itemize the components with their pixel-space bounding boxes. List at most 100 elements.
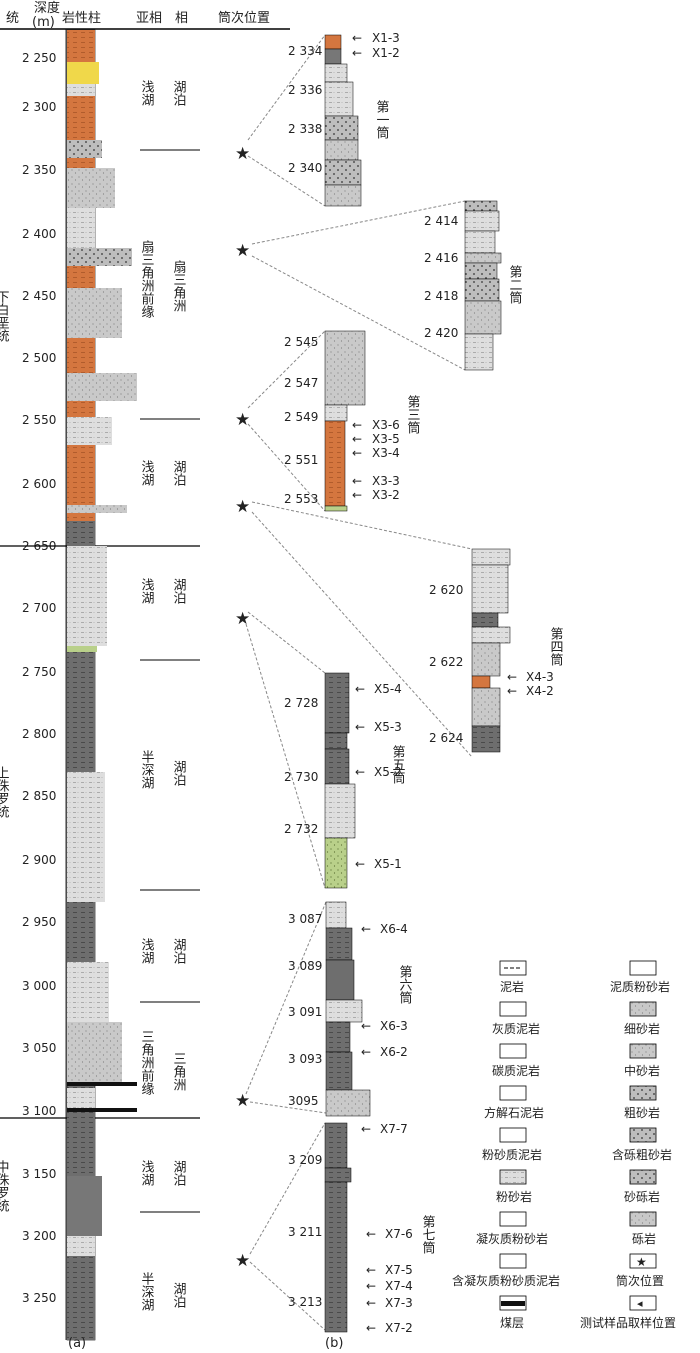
core-depth: 2 334: [288, 44, 322, 58]
legend-label: 方解石泥岩: [484, 1105, 544, 1120]
legend-label: 碳质泥岩: [492, 1063, 540, 1078]
core-depth: 3 211: [288, 1225, 322, 1239]
legend-swatch-pebbly-coarse-sandstone: [629, 1127, 657, 1143]
core-layer: [464, 210, 500, 232]
sample-label: X5-3: [374, 720, 402, 734]
lith-conglomerate: [67, 248, 132, 266]
subfacies-label: 扇三角洲前缘: [139, 239, 155, 318]
sample-label: ←: [366, 1321, 376, 1335]
core-depth: 2 553: [284, 492, 318, 506]
core-layer: [464, 262, 498, 280]
connector-line: [245, 623, 326, 889]
connector-line: [251, 200, 466, 245]
legend-swatch-calcareous-mudstone: [499, 1001, 527, 1017]
header-facies: 相: [175, 11, 188, 26]
connector-line: [247, 611, 326, 674]
core-depth: 2 730: [284, 770, 318, 784]
sample-label: ←: [352, 446, 362, 460]
depth-tick: 2 400: [22, 227, 56, 241]
legend-swatch-tuffaceous-siltstone: [499, 1211, 527, 1227]
core-star-7: ★: [235, 1251, 250, 1271]
core-depth: 2 416: [424, 251, 458, 265]
facies-label: 三角洲: [171, 1052, 187, 1091]
subfacies-label: 浅湖: [139, 80, 155, 106]
sample-label: X1-2: [372, 46, 400, 60]
core-layer: [324, 159, 362, 186]
core-depth: 2 545: [284, 335, 318, 349]
legend-swatch-silty-mudstone: [499, 1127, 527, 1143]
depth-tick: 2 300: [22, 100, 56, 114]
core-layer: [324, 420, 346, 507]
header-series: 统: [6, 11, 19, 26]
core-layer: [324, 748, 350, 785]
core-layer: [471, 675, 491, 689]
core-layer: [324, 732, 348, 750]
core-depth: 3 093: [288, 1052, 322, 1066]
core-depth: 2 622: [429, 655, 463, 669]
subfacies-label: 半深湖: [139, 1272, 155, 1311]
facies-column: 浅湖 湖泊 扇三角洲前缘 扇三角洲 浅湖 湖泊 浅湖 湖泊 半深湖 湖泊 浅湖 …: [139, 80, 200, 1311]
core-layer: [464, 252, 502, 264]
sample-label: X4-3: [526, 670, 554, 684]
core-label: 第三筒: [405, 395, 421, 434]
sample-label: ←: [366, 1296, 376, 1310]
core-6: 3 087 3 089 3 091 3 093 3095 第六筒 ← X6-4 …: [288, 901, 412, 1117]
depth-tick: 3 200: [22, 1229, 56, 1243]
depth-tick: 2 250: [22, 51, 56, 65]
core-star-1: ★: [235, 144, 250, 164]
legend-label: 煤层: [500, 1316, 524, 1330]
core-depth: 2 732: [284, 822, 318, 836]
core-layer: [325, 1021, 351, 1053]
lith-red-mudstone: [67, 96, 95, 140]
connector-line: [247, 155, 326, 207]
lith-silt: [67, 1236, 95, 1256]
core-5: 2 728 2 730 2 732 第五筒 ← X5-4 ← X5-3 ← X5…: [284, 672, 406, 889]
sample-label: X4-2: [526, 684, 554, 698]
core-layer: [324, 184, 362, 207]
core-layer: [324, 139, 359, 161]
sample-label: ←: [507, 684, 517, 698]
facies-label: 湖泊: [171, 938, 187, 964]
legend-label: 中砂岩: [624, 1063, 660, 1078]
lith-sandstone: [67, 505, 127, 513]
subfacies-label: 浅湖: [139, 460, 155, 486]
facies-label: 湖泊: [171, 1282, 187, 1308]
core-depth: 3 089: [288, 959, 322, 973]
star-icon: ★: [636, 1255, 647, 1269]
core-depth: 3 091: [288, 1005, 322, 1019]
depth-tick: 3 000: [22, 979, 56, 993]
header: 统 深度 (m) 岩性柱 亚相 相 筒次位置: [0, 0, 290, 30]
lithology-column: [66, 29, 137, 1341]
core-depth: 2 338: [288, 122, 322, 136]
sample-label: X3-3: [372, 474, 400, 488]
depth-tick: 3 100: [22, 1104, 56, 1118]
core-layer: [325, 999, 363, 1023]
legend-swatch-siltstone: [499, 1169, 527, 1185]
core-layer: [324, 1181, 348, 1333]
sample-label: ←: [352, 432, 362, 446]
lith-silt: [67, 772, 105, 902]
depth-tick: 3 050: [22, 1041, 56, 1055]
core-layer: [324, 115, 359, 141]
lith-red-mudstone: [67, 266, 95, 288]
depth-tick: 2 500: [22, 351, 56, 365]
facies-label: 湖泊: [171, 460, 187, 486]
core-label: 第五筒: [390, 745, 406, 784]
core-layer: [325, 1089, 371, 1117]
sample-label: X3-4: [372, 446, 400, 460]
core-depth: 3 213: [288, 1295, 322, 1309]
header-subfacies: 亚相: [136, 11, 162, 26]
depth-tick: 3 150: [22, 1167, 56, 1181]
legend-swatch-argillaceous-siltstone: [629, 960, 657, 976]
core-depth: 2 551: [284, 453, 318, 467]
core-layer: [325, 901, 347, 929]
legend: 泥岩 灰质泥岩 碳质泥岩 方解石泥岩 粉砂质泥岩 粉砂岩 凝灰质粉砂岩 含凝灰质…: [452, 960, 676, 1330]
legend-label: 含砾粗砂岩: [612, 1147, 672, 1162]
sample-label: ←: [361, 1019, 371, 1033]
connector-line: [247, 330, 326, 409]
facies-label: 扇三角洲: [171, 259, 187, 312]
core-layer: [324, 330, 366, 406]
depth-tick: 3 250: [22, 1291, 56, 1305]
core-4: 2 620 2 622 2 624 第四筒 ← X4-3 ← X4-2: [429, 548, 563, 753]
sample-label: X7-5: [385, 1263, 413, 1277]
